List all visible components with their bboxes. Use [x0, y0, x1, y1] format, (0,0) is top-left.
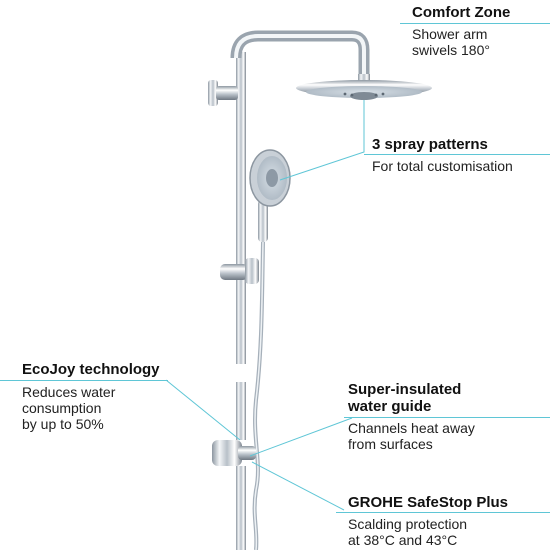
spray-patterns-text: For total customisation	[372, 158, 513, 174]
riser-pipe	[236, 52, 246, 440]
water-guide-text-2: from surfaces	[348, 436, 433, 452]
water-guide-text-1: Channels heat away	[348, 420, 475, 436]
water-guide-title-1: Super-insulated	[348, 381, 462, 398]
comfort-zone-text-2: swivels 180°	[412, 42, 490, 58]
spray-patterns-title: 3 spray patterns	[372, 136, 488, 153]
overhead-shower-head	[296, 74, 432, 100]
safestop-text-1: Scalding protection	[348, 516, 468, 532]
comfort-zone-title: Comfort Zone	[412, 4, 511, 21]
safestop-rule	[336, 512, 550, 513]
wall-outlet-elbow	[212, 440, 256, 550]
water-guide-rule	[344, 417, 550, 418]
spray-patterns-rule	[364, 154, 550, 155]
ecojoy-rule	[0, 380, 168, 381]
ecojoy-title: EcoJoy technology	[22, 361, 160, 378]
shower-hose	[252, 241, 265, 550]
ecojoy-text-3: by up to 50%	[22, 416, 104, 432]
safestop-text-2: at 38°C and 43°C	[348, 532, 458, 548]
comfort-zone-rule	[400, 23, 550, 24]
callout-connectors	[165, 100, 365, 511]
slider-bracket	[220, 258, 259, 284]
ecojoy-text-1: Reduces water	[22, 384, 116, 400]
ecojoy-text-2: consumption	[22, 400, 102, 416]
comfort-zone-text-1: Shower arm	[412, 26, 488, 42]
water-guide-title-2: water guide	[348, 398, 432, 415]
wall-bracket-upper	[208, 80, 238, 106]
safestop-title: GROHE SafeStop Plus	[348, 494, 509, 511]
shower-arm	[230, 30, 370, 78]
hand-shower	[249, 149, 291, 242]
